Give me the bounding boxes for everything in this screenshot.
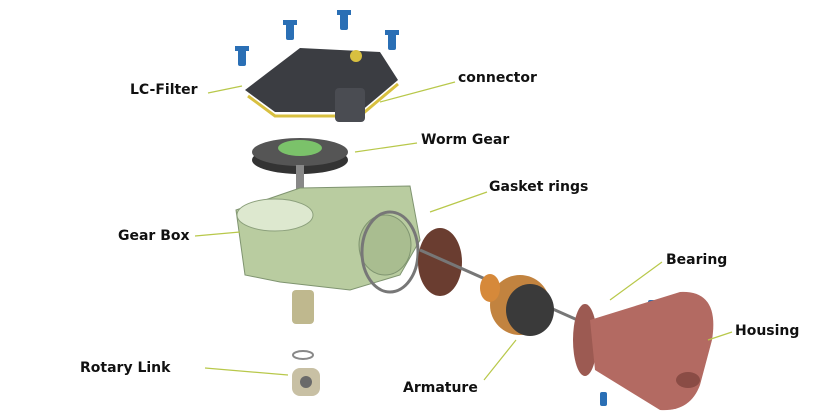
lc-filter-cover bbox=[245, 48, 399, 122]
worm-gear bbox=[252, 138, 348, 205]
rotary-link bbox=[292, 290, 320, 396]
label-armature: Armature bbox=[403, 380, 478, 396]
gear-box bbox=[235, 185, 421, 291]
label-connector: connector bbox=[458, 70, 537, 86]
label-bearing: Bearing bbox=[666, 252, 728, 268]
label-rotary-link: Rotary Link bbox=[80, 360, 171, 376]
label-worm-gear: Worm Gear bbox=[421, 132, 510, 148]
gasket-ring bbox=[360, 210, 420, 294]
label-housing: Housing bbox=[735, 323, 800, 339]
armature bbox=[419, 248, 601, 336]
label-gear-box: Gear Box bbox=[118, 228, 190, 244]
brush-plate bbox=[418, 228, 462, 296]
label-lc-filter: LC-Filter bbox=[130, 82, 198, 98]
label-gasket-rings: Gasket rings bbox=[489, 179, 589, 195]
leader-lines bbox=[194, 81, 733, 381]
housing bbox=[573, 291, 714, 411]
